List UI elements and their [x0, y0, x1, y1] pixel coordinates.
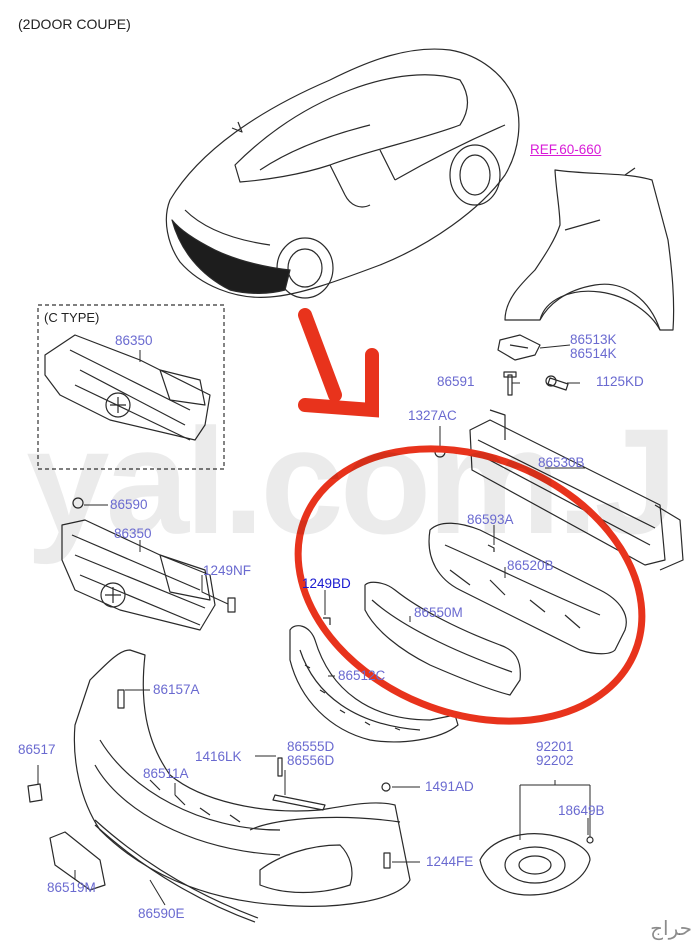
part-label-86590: 86590	[110, 497, 148, 512]
part-label-86350-inset: 86350	[115, 333, 153, 348]
part-label-1327ac: 1327AC	[408, 408, 457, 423]
bumper-beam	[434, 409, 684, 571]
part-label-86593a: 86593A	[467, 512, 514, 527]
lower-grille	[289, 625, 459, 743]
bumper-cover-upper	[323, 581, 521, 696]
license-plate-bracket	[49, 831, 106, 891]
part-label-86517: 86517	[18, 742, 56, 757]
part-label-86590e: 86590E	[138, 906, 185, 921]
part-label-1125kd: 1125KD	[596, 374, 644, 389]
part-label-92201: 92201	[536, 739, 574, 754]
part-label-86556d: 86556D	[287, 753, 335, 768]
part-label-18649b: 18649B	[558, 803, 605, 818]
bolt-1125kd	[545, 375, 569, 391]
part-label-86591: 86591	[437, 374, 475, 389]
part-label-86555d-86556d: 86555D 86556D	[287, 740, 334, 768]
bumper-molding	[94, 819, 259, 923]
front-bumper	[27, 649, 411, 907]
part-label-1244fe: 1244FE	[426, 854, 474, 869]
part-label-86511a: 86511A	[143, 766, 189, 781]
car-illustration	[165, 48, 520, 299]
part-label-86519m: 86519M	[47, 880, 96, 895]
part-label-86512c: 86512C	[338, 668, 386, 683]
radiator-grille	[61, 497, 236, 631]
highlight-ellipse	[294, 445, 646, 725]
site-logo: حراج	[650, 916, 692, 940]
ref-link[interactable]: REF.60-660	[530, 142, 602, 157]
inset-title: (C TYPE)	[44, 310, 100, 325]
inset-grille	[44, 334, 211, 441]
fog-lamp	[479, 833, 594, 896]
part-label-1249nf: 1249NF	[203, 563, 252, 578]
part-label-86513k: 86513K	[570, 332, 617, 347]
part-label-86157a: 86157A	[153, 682, 200, 697]
part-label-92202: 92202	[536, 753, 574, 768]
inset-frame	[37, 304, 225, 470]
energy-absorber	[428, 522, 627, 655]
leader-lines	[37, 344, 591, 906]
part-label-1249bd: 1249BD	[302, 576, 351, 591]
part-label-86520b: 86520B	[507, 558, 554, 573]
bracket-86513k	[497, 334, 541, 361]
part-label-86514k: 86514K	[570, 346, 617, 361]
part-label-86530b: 86530B	[538, 455, 585, 470]
page-title: (2DOOR COUPE)	[18, 16, 131, 32]
part-label-86550m: 86550M	[414, 605, 463, 620]
part-label-1491ad: 1491AD	[425, 779, 474, 794]
part-label-1416lk: 1416LK	[195, 749, 242, 764]
fender-illustration	[504, 167, 675, 331]
part-label-92201-92202: 92201 92202	[536, 740, 574, 768]
highlight-arrow	[298, 308, 379, 418]
bolt-86591	[503, 371, 517, 396]
part-label-86350: 86350	[114, 526, 152, 541]
part-label-86513k-86514k: 86513K 86514K	[570, 333, 617, 361]
part-label-86555d: 86555D	[287, 739, 335, 754]
